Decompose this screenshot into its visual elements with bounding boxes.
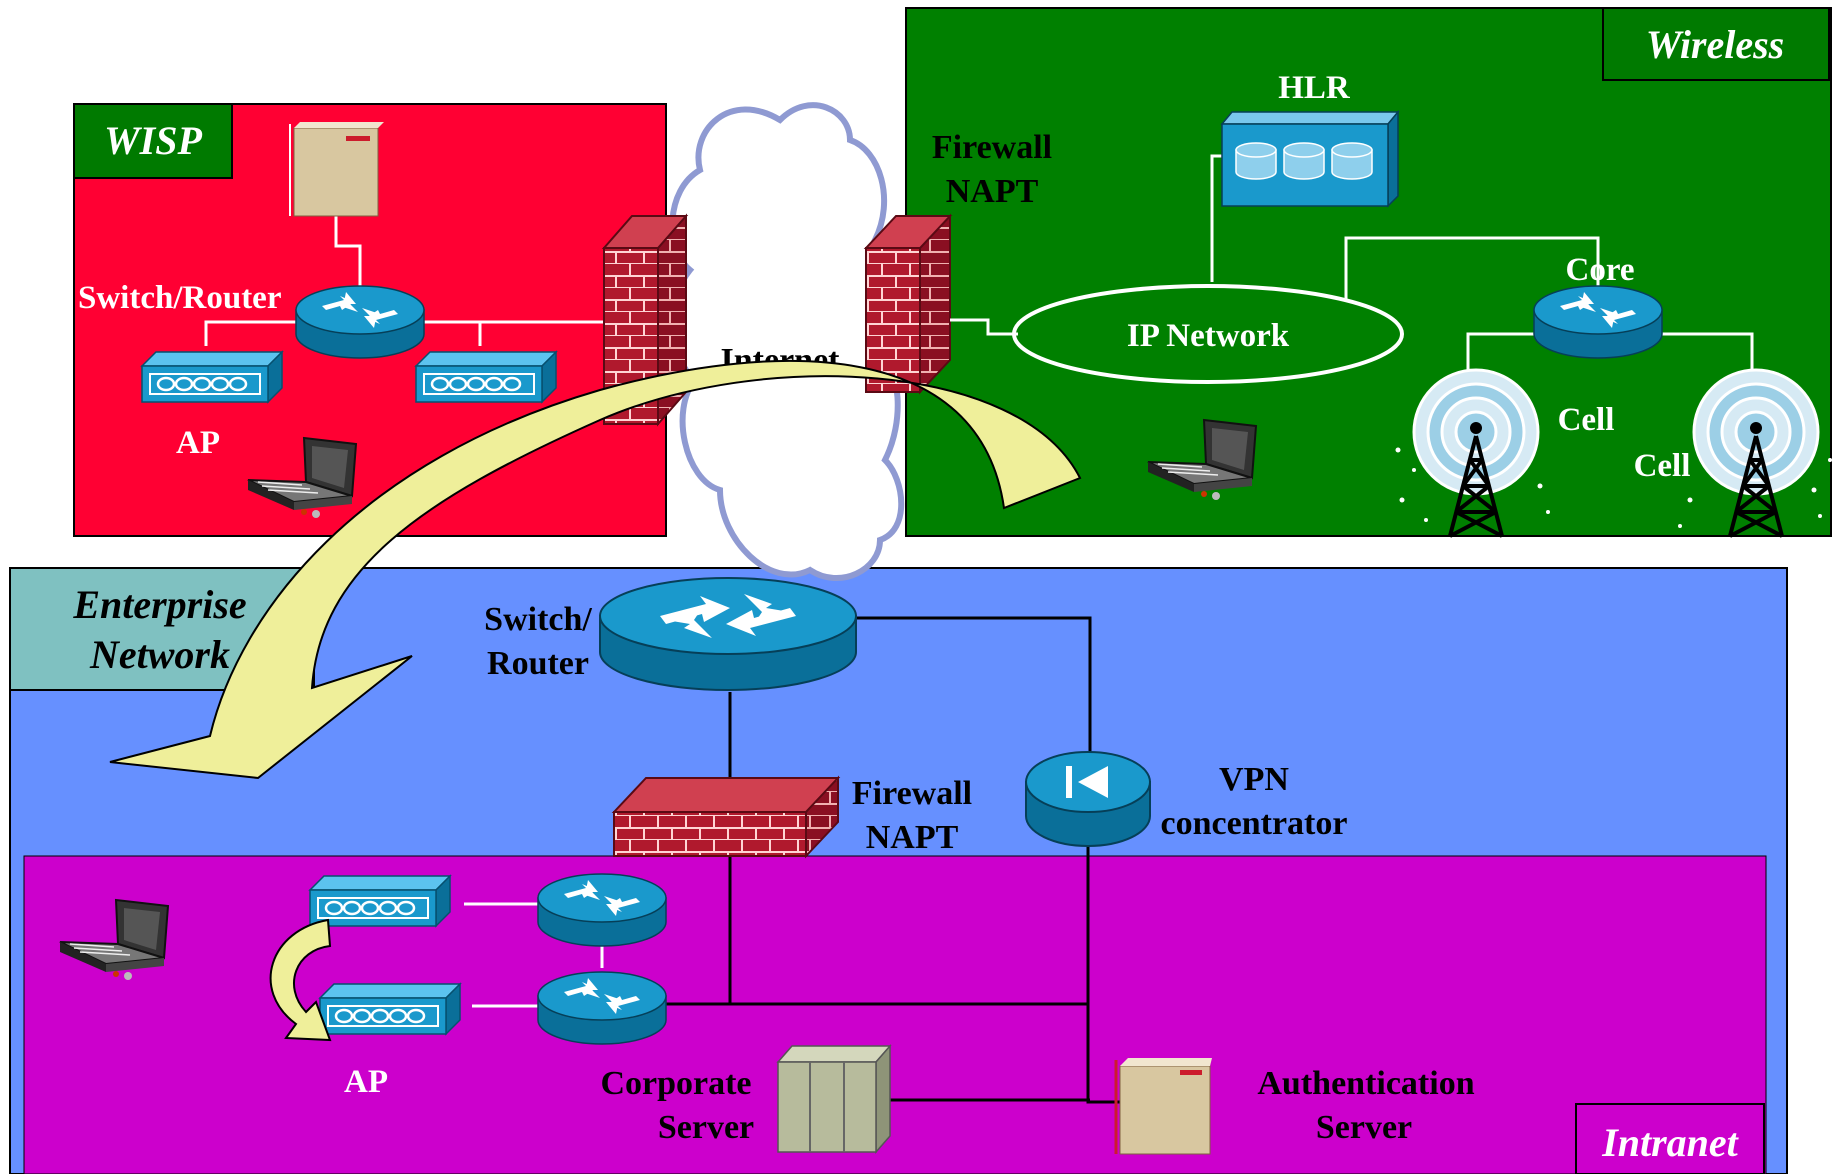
wireless-zone	[905, 7, 1832, 537]
vpn-concentrator-icon	[1025, 751, 1151, 847]
intranet-title: Intranet	[1601, 1120, 1739, 1165]
enterprise-firewall-label-line2: NAPT	[866, 819, 959, 856]
enterprise-firewall-icon	[611, 775, 841, 859]
wisp-ap-right-icon	[414, 350, 558, 404]
authentication-label-line1: Authentication	[1257, 1065, 1474, 1102]
intranet-ap-top-icon	[308, 874, 452, 928]
enterprise-wires	[464, 616, 1120, 1104]
enterprise-switch-label-line1: Switch/	[484, 601, 592, 638]
intranet-router-bottom-icon	[537, 971, 667, 1045]
enterprise-title-line2: Network	[89, 632, 230, 677]
cell-right-label: Cell	[1634, 448, 1691, 484]
ip-network-ellipse	[1012, 284, 1404, 384]
wireless-firewall-icon	[863, 213, 953, 395]
hlr-label: HLR	[1278, 70, 1351, 106]
wireless-title: Wireless	[1646, 22, 1785, 67]
intranet-ap-label: AP	[344, 1064, 388, 1100]
wisp-router-icon	[295, 285, 425, 359]
enterprise-switch-label-line2: Router	[487, 645, 589, 682]
core-label: Core	[1565, 252, 1634, 288]
wireless-firewall-label-line1: Firewall	[932, 129, 1052, 166]
intranet-ap-bottom-icon	[318, 982, 462, 1036]
wisp-title-tab	[73, 103, 233, 179]
corporate-server-icon	[776, 1044, 892, 1154]
wisp-title: WISP	[104, 118, 202, 163]
vpn-label-line2: concentrator	[1161, 805, 1348, 842]
intranet-title-tab	[1575, 1103, 1765, 1174]
core-router-icon	[1533, 285, 1663, 359]
corporate-label-line1: Corporate	[600, 1065, 751, 1102]
sparkle-decoration	[1395, 447, 1832, 528]
roaming-arrow	[109, 360, 1082, 780]
wisp-wires	[204, 216, 604, 346]
ip-network-label: IP Network	[1127, 318, 1290, 354]
wisp-ap-left-icon	[140, 350, 284, 404]
enterprise-router-icon	[599, 577, 857, 691]
wisp-switch-router-label: Switch/Router	[78, 280, 281, 316]
enterprise-title-line1: Enterprise	[72, 582, 246, 627]
wireless-title-tab	[1602, 7, 1830, 81]
intranet-router-top-icon	[537, 873, 667, 947]
corporate-label-line2: Server	[658, 1109, 754, 1146]
authentication-server-icon	[1114, 1058, 1212, 1155]
authentication-label-line2: Server	[1316, 1109, 1412, 1146]
wisp-ap-left-label: AP	[176, 425, 220, 461]
handoff-arrow	[269, 918, 332, 1042]
vpn-label-line1: VPN	[1219, 761, 1289, 798]
cell-left-label: Cell	[1558, 402, 1615, 438]
enterprise-firewall-label-line1: Firewall	[852, 775, 972, 812]
wisp-server-icon	[289, 122, 384, 217]
wireless-firewall-label-line2: NAPT	[946, 173, 1039, 210]
hlr-database-icon	[1220, 109, 1400, 208]
